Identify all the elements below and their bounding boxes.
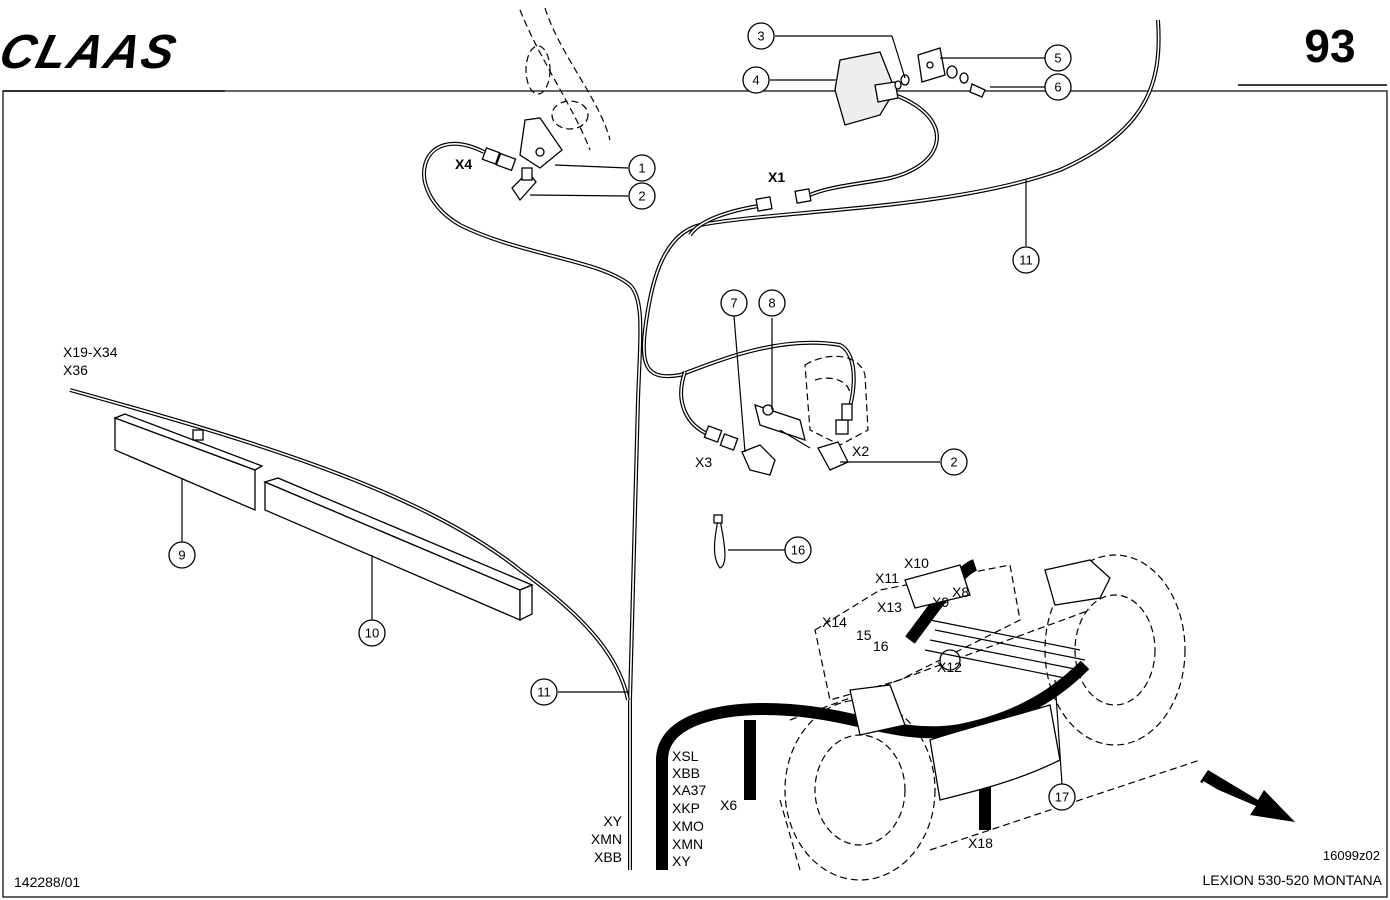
model-name: LEXION 530-520 MONTANA — [1203, 872, 1383, 888]
svg-text:1: 1 — [638, 161, 645, 176]
svg-text:XBB: XBB — [672, 765, 700, 781]
svg-text:7: 7 — [730, 296, 737, 311]
sensor-2-top — [511, 167, 537, 202]
sensor-mount-dashed — [804, 355, 869, 446]
svg-text:XKP: XKP — [672, 800, 700, 816]
svg-text:XMN: XMN — [591, 831, 622, 847]
axle-assembly — [779, 554, 1201, 881]
direction-arrow — [1200, 770, 1295, 822]
svg-text:CLAAS: CLAAS — [0, 26, 183, 79]
svg-text:16: 16 — [791, 543, 805, 558]
label-x14: X14 — [822, 614, 847, 630]
washer-3 — [894, 74, 910, 90]
label-x19-x34: X19-X34 — [63, 344, 118, 360]
svg-text:3: 3 — [757, 29, 764, 44]
claas-logo: CLAAS — [0, 26, 183, 79]
drawing-code: 16099z02 — [1323, 848, 1380, 863]
label-x4: X4 — [455, 156, 472, 172]
svg-text:11: 11 — [1019, 253, 1033, 268]
harness-labels-left: XY XMN XBB — [591, 813, 623, 865]
label-x12: X12 — [937, 659, 962, 675]
svg-text:8: 8 — [768, 296, 775, 311]
callout-11-top: 11 — [1012, 246, 1040, 274]
callout-17: 17 — [1048, 783, 1076, 811]
svg-text:XA37: XA37 — [672, 782, 706, 798]
svg-text:2: 2 — [638, 189, 645, 204]
callout-4: 4 — [742, 66, 770, 94]
label-x8: X8 — [952, 584, 969, 600]
callout-6: 6 — [1044, 73, 1072, 101]
svg-text:2: 2 — [950, 455, 957, 470]
svg-text:17: 17 — [1055, 790, 1069, 805]
svg-text:XMO: XMO — [672, 818, 704, 834]
connector-x2 — [835, 403, 853, 435]
cable-channel-9 — [113, 413, 264, 511]
label-x10: X10 — [904, 555, 929, 571]
callout-8: 8 — [758, 289, 786, 317]
svg-text:XSL: XSL — [672, 748, 699, 764]
svg-text:4: 4 — [752, 73, 759, 88]
cable-tie-16 — [713, 514, 726, 569]
page-frame — [2, 90, 1388, 898]
sensor-bracket-8 — [754, 404, 806, 441]
page-number: 93 — [1304, 20, 1355, 72]
label-x11: X11 — [875, 570, 899, 586]
svg-text:10: 10 — [365, 626, 379, 641]
svg-text:XMN: XMN — [672, 836, 703, 852]
callout-11-bottom: 11 — [530, 678, 558, 706]
callout-1: 1 — [628, 154, 656, 182]
label-x16: 16 — [873, 638, 889, 654]
sensor-2-mid — [817, 441, 849, 471]
svg-text:XBB: XBB — [594, 849, 622, 865]
bracket-1 — [519, 117, 563, 169]
callout-7: 7 — [720, 289, 748, 317]
svg-text:9: 9 — [178, 548, 185, 563]
nut-and-bolt-6 — [946, 65, 986, 98]
cable-channel-10 — [263, 477, 534, 622]
callout-9: 9 — [168, 541, 196, 569]
svg-text:11: 11 — [537, 685, 551, 700]
callout-5: 5 — [1044, 44, 1072, 72]
svg-text:XY: XY — [603, 813, 622, 829]
sensor-7 — [741, 444, 776, 476]
work-lamp-4 — [834, 51, 899, 126]
label-x6: X6 — [720, 797, 737, 813]
connector-x3 — [703, 425, 739, 451]
lamp-bracket-5 — [917, 47, 946, 83]
label-x2: X2 — [852, 443, 869, 459]
document-number: 142288/01 — [14, 874, 80, 890]
callout-2-mid: 2 — [940, 448, 968, 476]
mount-bracket-top — [519, 7, 611, 151]
callout-3: 3 — [747, 22, 775, 50]
label-x1: X1 — [768, 169, 785, 185]
callout-10: 10 — [358, 619, 386, 647]
connector-x1 — [755, 188, 812, 212]
label-x18: X18 — [968, 835, 993, 851]
label-x3: X3 — [695, 454, 712, 470]
label-x13: X13 — [877, 599, 902, 615]
hydraulic-block — [814, 564, 1086, 736]
callout-2-top: 2 — [628, 182, 656, 210]
label-x9: X9 — [932, 594, 949, 610]
callout-16: 16 — [784, 536, 812, 564]
harness-labels-right: XSL XBB XA37 XKP XMO XMN XY — [672, 748, 706, 869]
svg-text:XY: XY — [672, 853, 691, 869]
connector-x4 — [481, 147, 517, 172]
svg-text:5: 5 — [1054, 51, 1061, 66]
label-x36: X36 — [63, 362, 88, 378]
label-x15: 15 — [856, 627, 872, 643]
svg-text:6: 6 — [1054, 80, 1061, 95]
